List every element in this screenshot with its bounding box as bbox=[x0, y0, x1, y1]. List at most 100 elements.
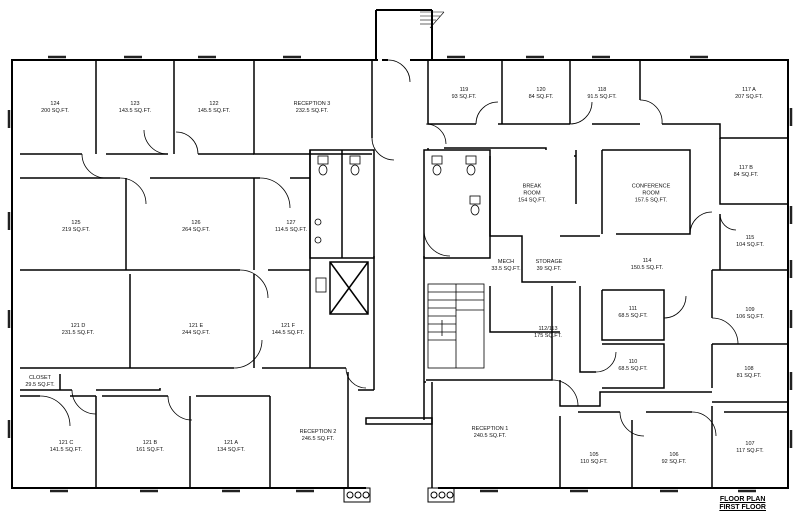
room-label-121a: 121 A 134 SQ.FT. bbox=[217, 440, 245, 454]
room-label-121f: 121 F 144.5 SQ.FT. bbox=[272, 323, 304, 337]
room-label-112-113: 112/113 175 SQ.FT. bbox=[534, 326, 562, 340]
interior-stair bbox=[427, 283, 485, 369]
plan-subtitle: FIRST FLOOR bbox=[719, 504, 766, 511]
restroom-fixtures bbox=[314, 155, 481, 293]
room-area: 81 SQ.FT. bbox=[736, 373, 762, 379]
room-name: 126 bbox=[191, 220, 201, 226]
room-label-114: 114 150.5 SQ.FT. bbox=[631, 258, 663, 272]
room-area: 68.5 SQ.FT. bbox=[618, 313, 648, 319]
room-area: 39 SQ.FT. bbox=[536, 266, 562, 272]
room-area: 175 SQ.FT. bbox=[534, 333, 562, 339]
room-area: 154 SQ.FT. bbox=[518, 197, 546, 204]
room-label-storage: STORAGE 39 SQ.FT. bbox=[536, 259, 563, 273]
door-swings bbox=[39, 59, 739, 437]
entry-steps bbox=[343, 487, 455, 503]
room-label-reception-3: RECEPTION 3 232.5 SQ.FT. bbox=[294, 101, 331, 115]
room-label-closet: CLOSET 29.5 SQ.FT. bbox=[25, 375, 54, 389]
room-name: 117 B bbox=[739, 165, 753, 171]
room-name-2: ROOM bbox=[523, 190, 541, 197]
room-label-107: 107 117 SQ.FT. bbox=[736, 441, 763, 455]
room-label-126: 126 264 SQ.FT. bbox=[182, 220, 210, 234]
room-name: 119 bbox=[459, 87, 469, 93]
room-name: 105 bbox=[589, 452, 599, 458]
room-area: 141.5 SQ.FT. bbox=[49, 447, 83, 453]
room-area: 104 SQ.FT. bbox=[736, 242, 764, 248]
room-name: 123 bbox=[130, 101, 140, 107]
plan-title: FLOOR PLAN bbox=[719, 496, 766, 503]
entrance-vestibule bbox=[365, 417, 433, 425]
room-area: 232.5 SQ.FT. bbox=[295, 108, 329, 114]
room-area: 84 SQ.FT. bbox=[733, 172, 759, 178]
plan-title-block: FLOOR PLAN FIRST FLOOR bbox=[719, 496, 766, 512]
room-label-117a: 117 A 207 SQ.FT. bbox=[735, 87, 763, 101]
room-area: 143.5 SQ.FT. bbox=[118, 108, 152, 114]
room-area: 110 SQ.FT. bbox=[580, 459, 608, 465]
room-area: 134 SQ.FT. bbox=[217, 447, 245, 453]
room-name: STORAGE bbox=[535, 259, 563, 265]
windows bbox=[7, 55, 793, 493]
room-area: 145.5 SQ.FT. bbox=[197, 108, 231, 114]
room-area: 207 SQ.FT. bbox=[735, 94, 763, 100]
room-name: 112/113 bbox=[538, 326, 558, 332]
room-area: 29.5 SQ.FT. bbox=[25, 382, 55, 388]
room-name: RECEPTION 1 bbox=[471, 426, 509, 432]
room-label-119: 119 93 SQ.FT. bbox=[452, 87, 477, 101]
room-area: 244 SQ.FT. bbox=[182, 330, 210, 336]
room-name: 114 bbox=[642, 258, 652, 264]
room-name: 117 A bbox=[742, 87, 756, 93]
room-area: 114.5 SQ.FT. bbox=[275, 227, 307, 233]
room-label-mech: MECH 33.5 SQ.FT. bbox=[491, 259, 520, 273]
right-wing-walls bbox=[426, 60, 788, 488]
room-label-conference-room: CONFERENCE ROOM 157.5 SQ.FT. bbox=[632, 184, 671, 205]
left-wing-walls bbox=[20, 60, 373, 488]
room-name: 108 bbox=[744, 366, 754, 372]
room-label-123: 123 143.5 SQ.FT. bbox=[119, 101, 151, 115]
room-area: 92 SQ.FT. bbox=[661, 459, 687, 465]
room-label-118: 118 91.5 SQ.FT. bbox=[587, 87, 616, 101]
room-label-121b: 121 B 161 SQ.FT. bbox=[136, 440, 164, 454]
room-area: 240.5 SQ.FT. bbox=[473, 433, 507, 439]
room-name: 110 bbox=[628, 359, 638, 365]
room-label-122: 122 145.5 SQ.FT. bbox=[198, 101, 230, 115]
room-name: 120 bbox=[536, 87, 546, 93]
room-label-110: 110 68.5 SQ.FT. bbox=[618, 359, 647, 373]
room-name: 122 bbox=[209, 101, 219, 107]
room-area: 68.5 SQ.FT. bbox=[618, 366, 648, 372]
room-area: 150.5 SQ.FT. bbox=[630, 265, 664, 271]
room-label-106: 106 92 SQ.FT. bbox=[662, 452, 687, 466]
room-label-115: 115 104 SQ.FT. bbox=[736, 235, 764, 249]
room-label-break-room: BREAK ROOM 154 SQ.FT. bbox=[518, 184, 546, 205]
room-label-117b: 117 B 84 SQ.FT. bbox=[734, 165, 759, 179]
room-name-2: ROOM bbox=[642, 190, 660, 197]
room-name: 127 bbox=[286, 220, 296, 226]
room-name: 121 B bbox=[142, 440, 158, 446]
exterior-stair-top bbox=[420, 11, 445, 29]
room-area: 264 SQ.FT. bbox=[182, 227, 210, 233]
room-area: 246.5 SQ.FT. bbox=[301, 436, 335, 442]
room-label-121c: 121 C 141.5 SQ.FT. bbox=[50, 440, 82, 454]
exterior-walls bbox=[11, 9, 789, 489]
room-name: 115 bbox=[745, 235, 755, 241]
room-name: 121 D bbox=[70, 323, 86, 329]
room-area: 93 SQ.FT. bbox=[451, 94, 477, 100]
room-name: 109 bbox=[745, 307, 755, 313]
room-label-109: 109 106 SQ.FT. bbox=[736, 307, 764, 321]
room-area: 200 SQ.FT. bbox=[41, 108, 69, 114]
room-area: 106 SQ.FT. bbox=[736, 314, 764, 320]
room-area: 231.5 SQ.FT. bbox=[61, 330, 95, 336]
room-label-reception-2: RECEPTION 2 246.5 SQ.FT. bbox=[300, 429, 337, 443]
room-label-124: 124 200 SQ.FT. bbox=[41, 101, 69, 115]
room-name: CONFERENCE bbox=[631, 183, 671, 190]
room-area: 117 SQ.FT. bbox=[736, 448, 764, 454]
room-name: 111 bbox=[628, 306, 638, 312]
room-name: BREAK bbox=[522, 183, 542, 190]
room-area: 157.5 SQ.FT. bbox=[634, 197, 668, 204]
room-area: 33.5 SQ.FT. bbox=[491, 266, 521, 272]
room-name: CLOSET bbox=[28, 375, 52, 381]
room-area: 91.5 SQ.FT. bbox=[587, 94, 617, 100]
room-area: 84 SQ.FT. bbox=[528, 94, 554, 100]
room-area: 144.5 SQ.FT. bbox=[271, 330, 305, 336]
room-name: 125 bbox=[71, 220, 81, 226]
room-name: 121 C bbox=[58, 440, 74, 446]
